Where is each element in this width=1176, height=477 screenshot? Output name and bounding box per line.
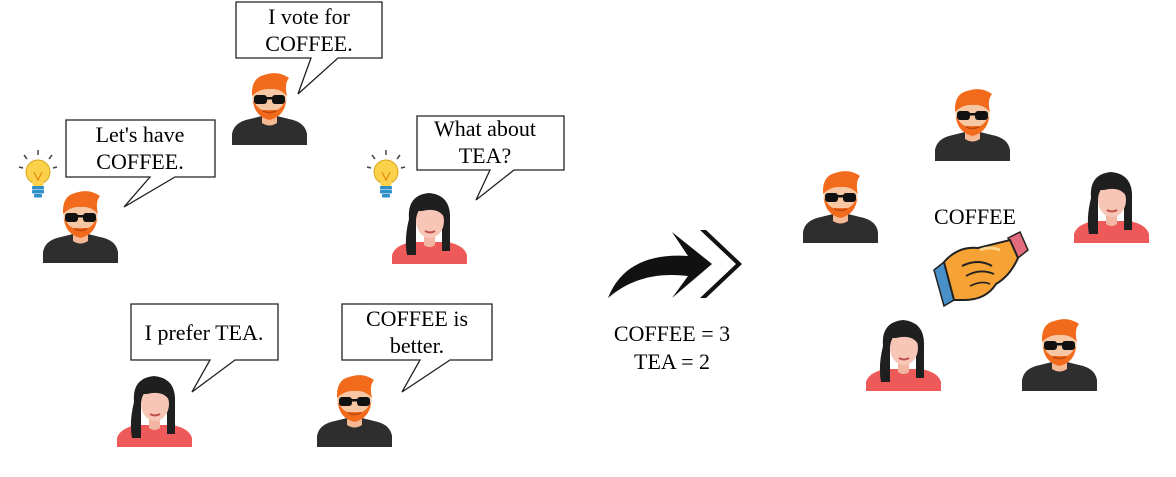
woman-avatar-icon <box>1073 171 1150 244</box>
bubble-right-line-2: TEA? <box>459 143 512 168</box>
speech-bubble-top: I vote for COFFEE. <box>235 1 383 95</box>
man-avatar-icon <box>231 72 308 146</box>
woman-avatar-icon <box>391 192 468 265</box>
speech-bubble-left: Let's have COFFEE. <box>65 119 216 208</box>
curved-arrow-icon <box>608 228 742 300</box>
bubble-left-line-1: Let's have <box>96 122 185 147</box>
bubble-bottom-right-line-2: better. <box>390 333 444 358</box>
vote-tally: COFFEE = 3 TEA = 2 <box>614 321 730 374</box>
speech-bubble-bottom-left: I prefer TEA. <box>130 303 279 393</box>
tally-coffee: COFFEE = 3 <box>614 321 730 346</box>
lightbulb-icon <box>18 149 58 199</box>
woman-avatar-icon <box>116 375 193 448</box>
handshake-icon <box>933 230 1029 308</box>
man-avatar-icon <box>802 170 879 244</box>
man-avatar-icon <box>316 374 393 448</box>
bubble-bottom-left-line-1: I prefer TEA. <box>145 320 264 345</box>
bubble-left-line-2: COFFEE. <box>96 149 183 174</box>
tally-tea: TEA = 2 <box>634 349 710 374</box>
man-avatar-icon <box>1021 318 1098 392</box>
bubble-top-line-2: COFFEE. <box>265 31 352 56</box>
man-avatar-icon <box>42 190 119 264</box>
speech-bubble-bottom-right: COFFEE is better. <box>341 303 493 393</box>
bubble-right-line-1: What about <box>434 116 536 141</box>
bubble-top-line-1: I vote for <box>268 4 351 29</box>
woman-avatar-icon <box>865 319 942 392</box>
bubble-bottom-right-line-1: COFFEE is <box>366 306 468 331</box>
man-avatar-icon <box>934 88 1011 162</box>
lightbulb-icon <box>366 149 406 199</box>
result-label: COFFEE <box>934 204 1016 229</box>
speech-bubble-right: What about TEA? <box>416 115 565 201</box>
